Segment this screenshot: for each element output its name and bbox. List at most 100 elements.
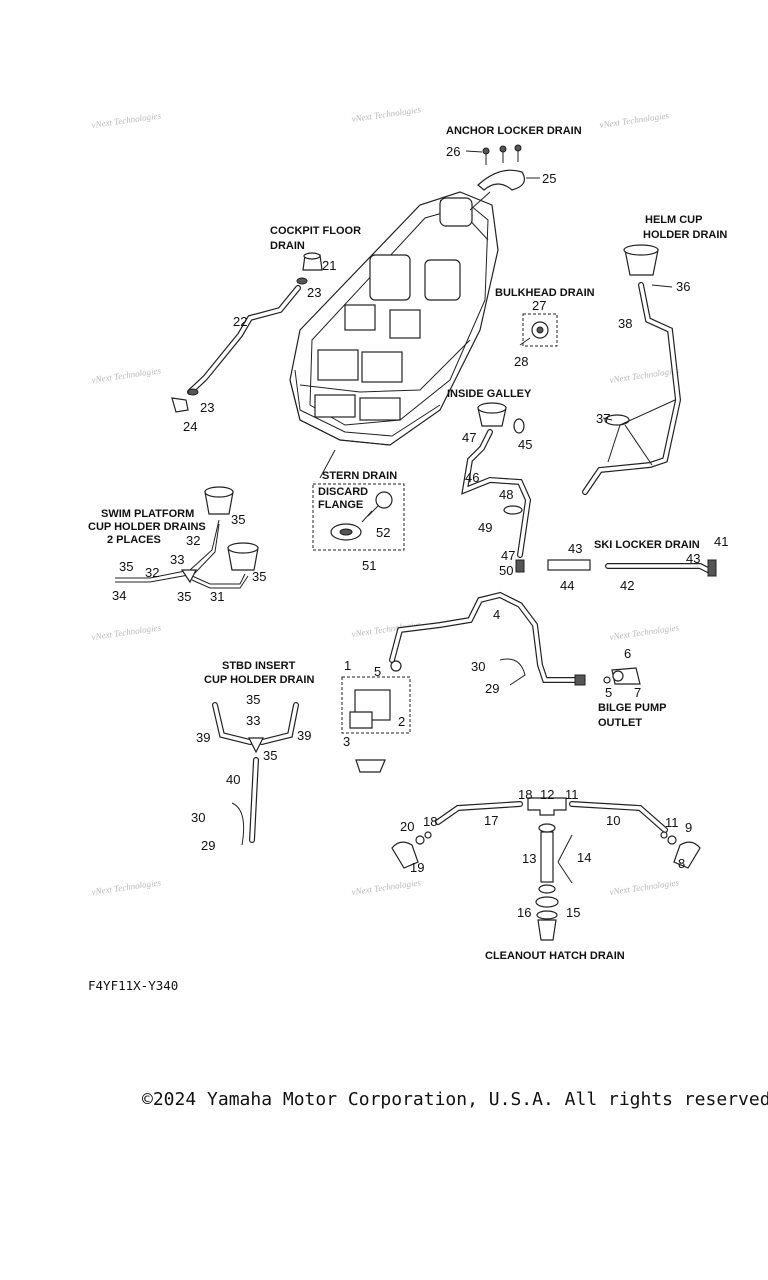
cleanout-hatch-drain: 18 12 11 17 10 20 18 19 13 14 11 9 8 16 … xyxy=(391,787,701,962)
section-label-discard-2: FLANGE xyxy=(318,499,363,511)
callout-22: 22 xyxy=(233,314,247,329)
section-label-stbd-insert-1: STBD INSERT xyxy=(222,660,296,672)
callout-1: 1 xyxy=(344,658,351,673)
callout-6: 6 xyxy=(624,646,631,661)
section-label-cockpit-floor-1: COCKPIT FLOOR xyxy=(270,225,361,237)
callout-35: 35 xyxy=(177,589,191,604)
callout-35: 35 xyxy=(119,559,133,574)
watermark: vNext Technologies xyxy=(91,110,162,130)
watermark: vNext Technologies xyxy=(609,365,680,385)
section-label-stern-drain: STERN DRAIN xyxy=(322,470,397,482)
section-label-bulkhead: BULKHEAD DRAIN xyxy=(495,287,595,299)
figure-code: F4YF11X-Y340 xyxy=(88,978,179,993)
callout-12: 12 xyxy=(540,787,554,802)
section-label-discard-1: DISCARD xyxy=(318,486,368,498)
callout-39: 39 xyxy=(196,730,210,745)
watermark: vNext Technologies xyxy=(609,622,680,642)
callout-7: 7 xyxy=(634,685,641,700)
callout-48: 48 xyxy=(499,487,513,502)
watermark: vNext Technologies xyxy=(609,877,680,897)
watermark: vNext Technologies xyxy=(91,622,162,642)
ski-locker-drain: SKI LOCKER DRAIN 43 41 43 44 42 xyxy=(547,534,728,593)
callout-18: 18 xyxy=(423,814,437,829)
callout-38: 38 xyxy=(618,316,632,331)
swim-platform-cup-holder-drains: SWIM PLATFORM CUP HOLDER DRAINS 2 PLACES… xyxy=(88,486,266,604)
watermark: vNext Technologies xyxy=(91,365,162,385)
watermark: vNext Technologies xyxy=(91,877,162,897)
callout-35: 35 xyxy=(231,512,245,527)
callout-29: 29 xyxy=(485,681,499,696)
callout-20: 20 xyxy=(400,819,414,834)
callout-43: 43 xyxy=(686,551,700,566)
callout-30: 30 xyxy=(471,659,485,674)
watermark: vNext Technologies xyxy=(351,877,422,897)
section-label-swim-platform-1: SWIM PLATFORM xyxy=(101,508,194,520)
section-label-bilge-pump-1: BILGE PUMP xyxy=(598,702,666,714)
callout-36: 36 xyxy=(676,279,690,294)
callout-43: 43 xyxy=(568,541,582,556)
callout-52: 52 xyxy=(376,525,390,540)
callout-30: 30 xyxy=(191,810,205,825)
callout-47: 47 xyxy=(501,548,515,563)
callout-46: 46 xyxy=(465,470,479,485)
callout-35: 35 xyxy=(252,569,266,584)
section-label-inside-galley: INSIDE GALLEY xyxy=(447,388,532,400)
callout-49: 49 xyxy=(478,520,492,535)
callout-35: 35 xyxy=(246,692,260,707)
callout-5: 5 xyxy=(374,664,381,679)
section-label-swim-platform-3: 2 PLACES xyxy=(107,534,161,546)
callout-29: 29 xyxy=(201,838,215,853)
callout-47: 47 xyxy=(462,430,476,445)
callout-23: 23 xyxy=(200,400,214,415)
callout-42: 42 xyxy=(620,578,634,593)
callout-35: 35 xyxy=(263,748,277,763)
watermark: vNext Technologies xyxy=(599,110,670,130)
section-label-bilge-pump-2: OUTLET xyxy=(598,717,642,729)
section-label-helm-cup-2: HOLDER DRAIN xyxy=(643,229,727,241)
callout-14: 14 xyxy=(577,850,591,865)
callout-19: 19 xyxy=(410,860,424,875)
cockpit-floor-drain: COCKPIT FLOOR DRAIN 21 23 22 23 24 xyxy=(171,225,361,434)
callout-31: 31 xyxy=(210,589,224,604)
callout-3: 3 xyxy=(343,734,350,749)
callout-24: 24 xyxy=(183,419,197,434)
callout-33: 33 xyxy=(170,552,184,567)
stbd-insert-cup-holder-drain: STBD INSERT CUP HOLDER DRAIN 35 33 39 39… xyxy=(191,660,314,853)
callout-8: 8 xyxy=(678,856,685,871)
callout-50: 50 xyxy=(499,563,513,578)
callout-51: 51 xyxy=(362,558,376,573)
section-label-cleanout-hatch: CLEANOUT HATCH DRAIN xyxy=(485,950,625,962)
callout-5: 5 xyxy=(605,685,612,700)
watermark: vNext Technologies xyxy=(351,104,422,124)
section-label-helm-cup-1: HELM CUP xyxy=(645,214,702,226)
callout-10: 10 xyxy=(606,813,620,828)
callout-11: 11 xyxy=(565,787,579,802)
callout-26: 26 xyxy=(446,144,460,159)
callout-39: 39 xyxy=(297,728,311,743)
section-label-ski-locker: SKI LOCKER DRAIN xyxy=(594,539,700,551)
callout-45: 45 xyxy=(518,437,532,452)
callout-37: 37 xyxy=(596,411,610,426)
callout-33: 33 xyxy=(246,713,260,728)
callout-23: 23 xyxy=(307,285,321,300)
callout-16: 16 xyxy=(517,905,531,920)
copyright-notice: ©2024 Yamaha Motor Corporation, U.S.A. A… xyxy=(142,1089,768,1110)
callout-11: 11 xyxy=(665,815,679,830)
helm-cup-holder-drain: HELM CUP HOLDER DRAIN 36 38 37 xyxy=(582,214,727,495)
callout-9: 9 xyxy=(685,820,692,835)
boat-hull xyxy=(289,191,499,446)
callout-13: 13 xyxy=(522,851,536,866)
callout-15: 15 xyxy=(566,905,580,920)
callout-2: 2 xyxy=(398,714,405,729)
anchor-locker-drain: ANCHOR LOCKER DRAIN 26 25 xyxy=(446,125,582,211)
section-label-anchor-locker: ANCHOR LOCKER DRAIN xyxy=(446,125,582,137)
callout-25: 25 xyxy=(542,171,556,186)
callout-34: 34 xyxy=(112,588,126,603)
callout-18: 18 xyxy=(518,787,532,802)
bulkhead-drain: BULKHEAD DRAIN 27 28 xyxy=(495,287,595,369)
stern-drain: STERN DRAIN DISCARD FLANGE 52 51 xyxy=(312,449,405,573)
section-label-stbd-insert-2: CUP HOLDER DRAIN xyxy=(204,674,314,686)
callout-27: 27 xyxy=(532,298,546,313)
section-label-cockpit-floor-2: DRAIN xyxy=(270,240,305,252)
